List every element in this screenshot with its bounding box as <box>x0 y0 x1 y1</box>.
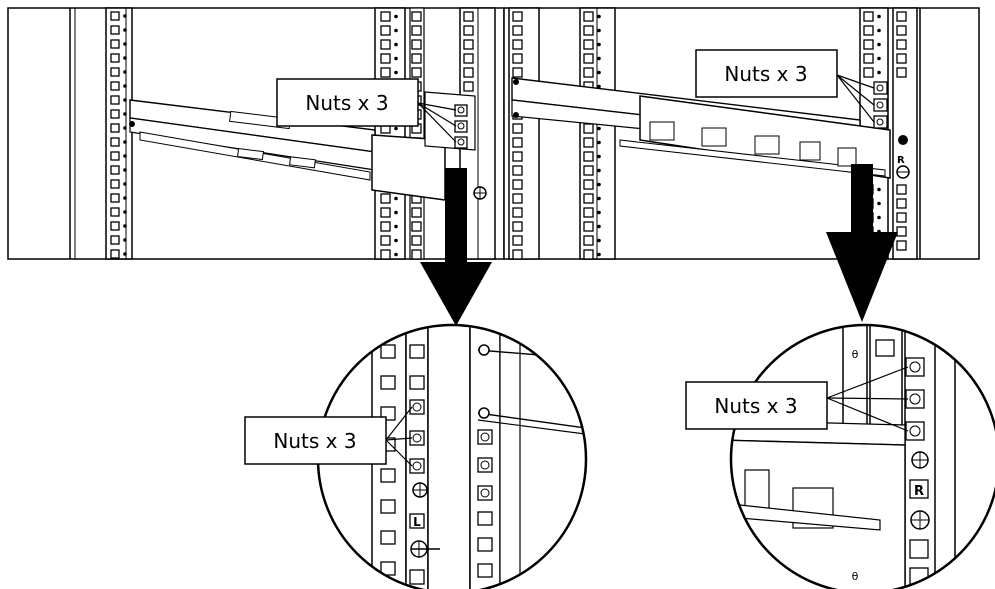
top-right-panel: R Nuts x 3 <box>503 7 980 260</box>
rail-mark-r: R <box>914 484 924 499</box>
svg-text:θ: θ <box>852 348 859 361</box>
arrow-down-left-icon <box>420 168 492 326</box>
top-left-panel: Nuts x 3 <box>7 7 505 260</box>
rack-post-left-front <box>105 7 133 260</box>
callout-nuts-left-zoom: Nuts x 3 <box>244 406 413 467</box>
svg-text:θ: θ <box>852 570 859 583</box>
rail-left <box>129 91 487 201</box>
zoom-circle-right: θ θ R <box>729 323 995 589</box>
rack-post-right-front <box>508 7 616 260</box>
callout-label: Nuts x 3 <box>714 394 797 418</box>
rail-right: R <box>511 77 910 179</box>
callout-label: Nuts x 3 <box>273 429 356 453</box>
rail-mark-l: L <box>413 515 421 529</box>
callout-label: Nuts x 3 <box>305 91 388 115</box>
arrow-down-right-icon <box>826 164 898 322</box>
callout-nuts-right-zoom: Nuts x 3 <box>685 366 909 432</box>
rail-mark-r-small: R <box>897 155 905 166</box>
callout-label: Nuts x 3 <box>724 62 807 86</box>
callout-nuts-right-top: Nuts x 3 <box>695 49 875 123</box>
callout-nuts-left-top: Nuts x 3 <box>276 78 457 143</box>
